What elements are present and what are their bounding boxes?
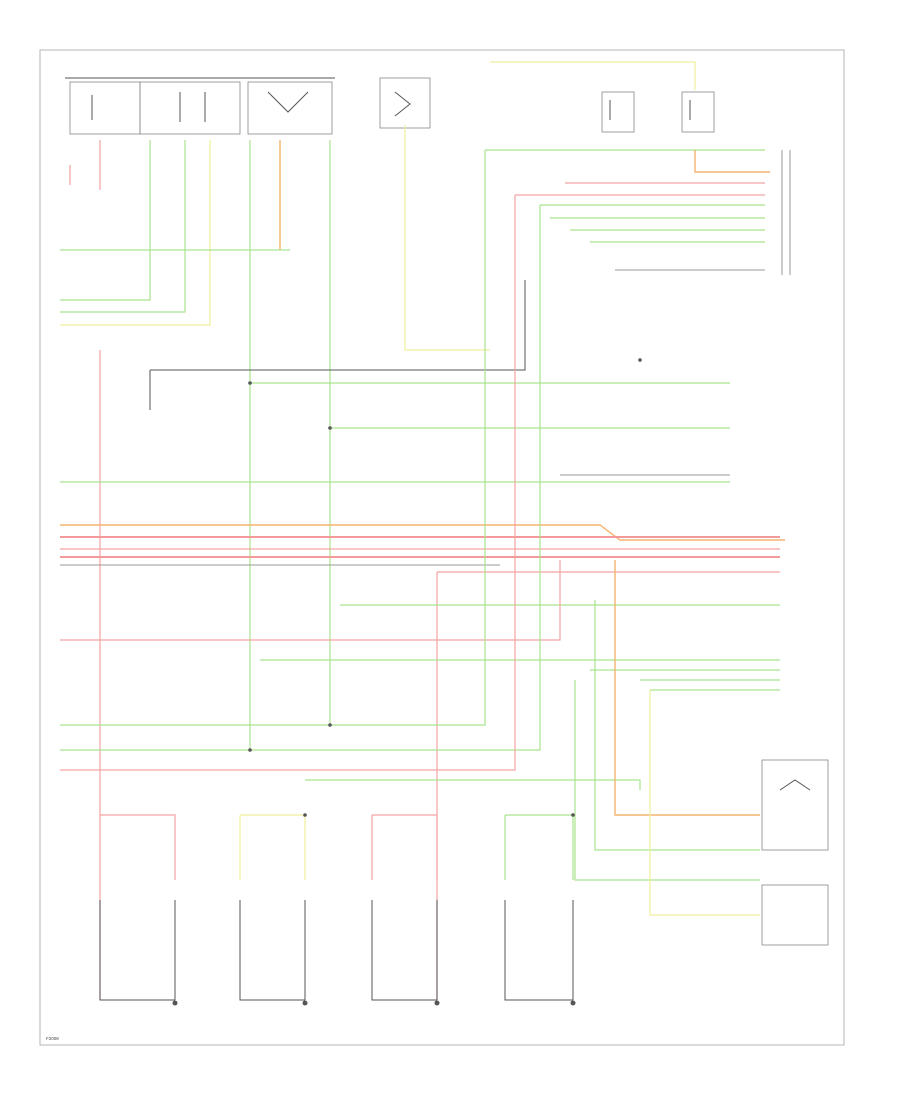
junction-block	[65, 77, 335, 135]
wire-gray-switch	[149, 280, 526, 410]
wire-green-bottom2	[594, 600, 760, 851]
wire-orange-h8	[694, 150, 770, 173]
wire-green-v1	[60, 140, 151, 301]
wire-red-left-trunk	[69, 140, 101, 1000]
ground-point-3	[434, 1000, 440, 1006]
wire-green-h20	[60, 150, 486, 726]
center-relay-module	[379, 77, 431, 129]
wire-red-h19	[60, 560, 561, 641]
switch-module	[761, 759, 829, 946]
footer-code: F2008	[46, 1036, 59, 1041]
lamp-group-3	[371, 814, 438, 1001]
wire-yellow-bottom	[649, 690, 760, 916]
wire-bus	[60, 524, 785, 1000]
right-connector-block	[781, 150, 791, 275]
wire-green-v2	[60, 140, 186, 313]
wire-yellow-long	[404, 61, 696, 351]
ground-point-1	[172, 1000, 178, 1006]
wire-green-h21	[60, 205, 541, 751]
ground-point-4	[570, 1000, 576, 1006]
wire-orange-bottom	[614, 560, 760, 816]
lamp-group-4	[504, 814, 574, 1001]
splice-points	[248, 358, 642, 817]
wire-yellow-v3	[60, 140, 211, 326]
wire-green-bottom1	[305, 779, 641, 790]
wire-red-h22	[60, 195, 516, 771]
ground-point-2	[302, 1000, 308, 1006]
lamp-group-2	[239, 814, 306, 1001]
lamp-group-1	[99, 814, 176, 1001]
wire-green-bottom3	[574, 680, 760, 881]
diagram-frame	[39, 49, 845, 1046]
trailer-relays	[601, 91, 715, 133]
